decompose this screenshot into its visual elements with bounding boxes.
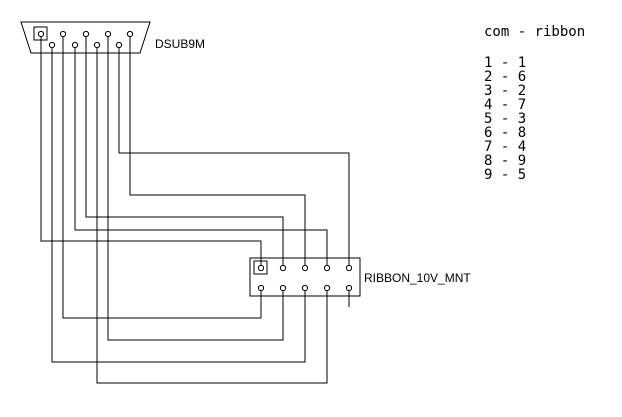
pin-mapping-table: com - ribbon 1 - 1 2 - 6 3 - 2 4 - 7 5 -… (484, 24, 585, 183)
ribbon-pin-9 (323, 284, 331, 292)
wire-com6-ribbon8 (51, 48, 306, 363)
dsub-pin-2 (59, 30, 67, 38)
ribbon-pin-6 (257, 284, 265, 292)
wire-com1-ribbon1 (40, 37, 262, 265)
dsub9m-label: DSUB9M (155, 37, 205, 51)
wire-com7-ribbon4 (74, 48, 328, 265)
ribbon-label: RIBBON_10V_MNT (364, 271, 471, 285)
ribbon-pin-4 (323, 264, 331, 272)
dsub-pin-4 (104, 30, 112, 38)
mapping-row: 1 - 1 (484, 55, 526, 71)
mapping-row: 9 - 5 (484, 167, 526, 183)
mapping-header: com - ribbon (484, 24, 585, 40)
mapping-row: 7 - 4 (484, 139, 526, 155)
ribbon-pin-7 (279, 284, 287, 292)
dsub-pin-9 (115, 41, 123, 49)
ribbon-pin-5 (345, 264, 353, 272)
dsub-pin-7 (71, 41, 79, 49)
dsub-pin-5 (126, 30, 134, 38)
wire-com5-ribbon3 (129, 37, 306, 265)
dsub-pin-1 (37, 30, 45, 38)
dsub-pin-8 (93, 41, 101, 49)
wires (40, 37, 350, 384)
mapping-row: 6 - 8 (484, 125, 526, 141)
dsub9m-connector-body (20, 21, 151, 54)
ribbon-pin-2 (279, 264, 287, 272)
ribbon-pin-3 (301, 264, 309, 272)
wire-com9-ribbon5 (118, 48, 350, 265)
dsub-pin-6 (48, 41, 56, 49)
ribbon-pin-1 (257, 264, 265, 272)
dsub-pins (37, 30, 134, 49)
ribbon-pin-8 (301, 284, 309, 292)
mapping-row: 8 - 9 (484, 153, 526, 169)
wire-com4-ribbon7 (107, 37, 284, 341)
wire-com3-ribbon2 (85, 37, 284, 265)
wire-com2-ribbon6 (62, 37, 262, 319)
dsub-pin-3 (82, 30, 90, 38)
wire-com8-ribbon9 (96, 48, 328, 384)
mapping-row: 5 - 3 (484, 111, 526, 127)
mapping-row: 4 - 7 (484, 97, 526, 113)
ribbon-pin-10 (345, 284, 353, 292)
ribbon-pins (257, 264, 353, 292)
mapping-row: 2 - 6 (484, 69, 526, 85)
mapping-row: 3 - 2 (484, 83, 526, 99)
